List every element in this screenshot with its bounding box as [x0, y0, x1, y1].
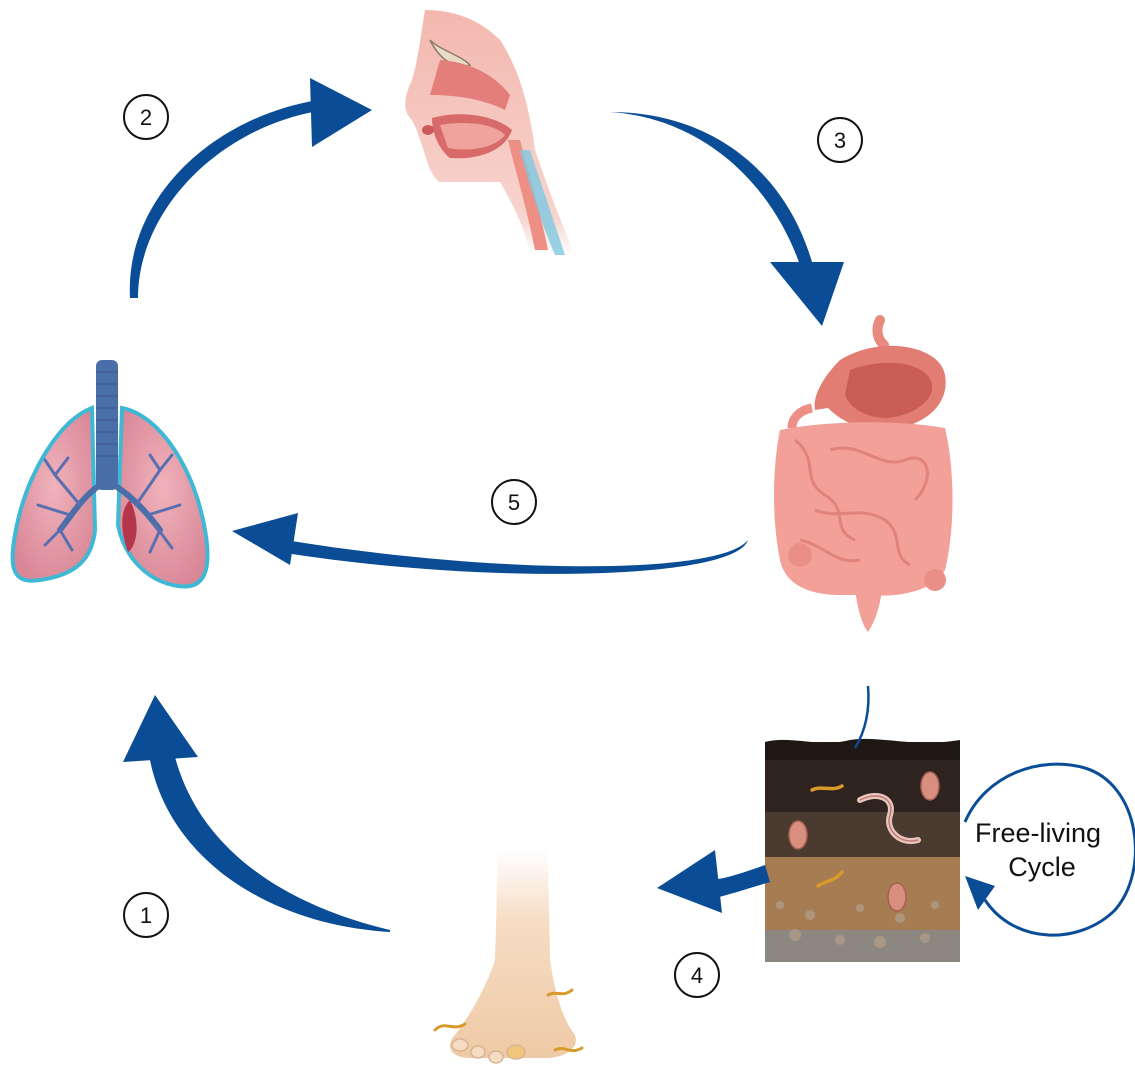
step-label-2: 2 [140, 105, 152, 130]
arrow-3 [610, 112, 812, 265]
step-label-1: 1 [140, 903, 152, 928]
foot-icon [435, 850, 582, 1063]
arrow-2-head [310, 78, 372, 147]
cycle-arrows [123, 78, 1135, 935]
step-marker-2: 2 [124, 95, 168, 139]
step-marker-1: 1 [124, 893, 168, 937]
free-living-cycle-label: Free-living Cycle [975, 818, 1101, 882]
arrow-1-head [123, 695, 198, 762]
step-marker-3: 3 [818, 118, 862, 162]
step-label-5: 5 [508, 490, 520, 515]
lungs-icon [13, 360, 208, 587]
step-label-4: 4 [691, 963, 703, 988]
arrow-3-head [770, 262, 844, 326]
head-airway-icon [405, 10, 575, 255]
step-marker-4: 4 [675, 953, 719, 997]
step-marker-5: 5 [492, 480, 536, 524]
free-living-loop [965, 764, 1135, 935]
free-living-line-1: Free-living [975, 818, 1101, 848]
intestine-to-soil-line [855, 686, 868, 748]
free-living-line-2: Cycle [1008, 852, 1076, 882]
step-label-3: 3 [834, 128, 846, 153]
free-living-loop-head [965, 876, 995, 910]
arrow-4-head [657, 850, 722, 913]
arrow-5-head [232, 513, 298, 565]
soil-sample-icon [765, 739, 960, 962]
digestive-tract-icon [774, 320, 953, 632]
arrow-1 [150, 757, 390, 932]
arrow-5 [285, 540, 748, 574]
